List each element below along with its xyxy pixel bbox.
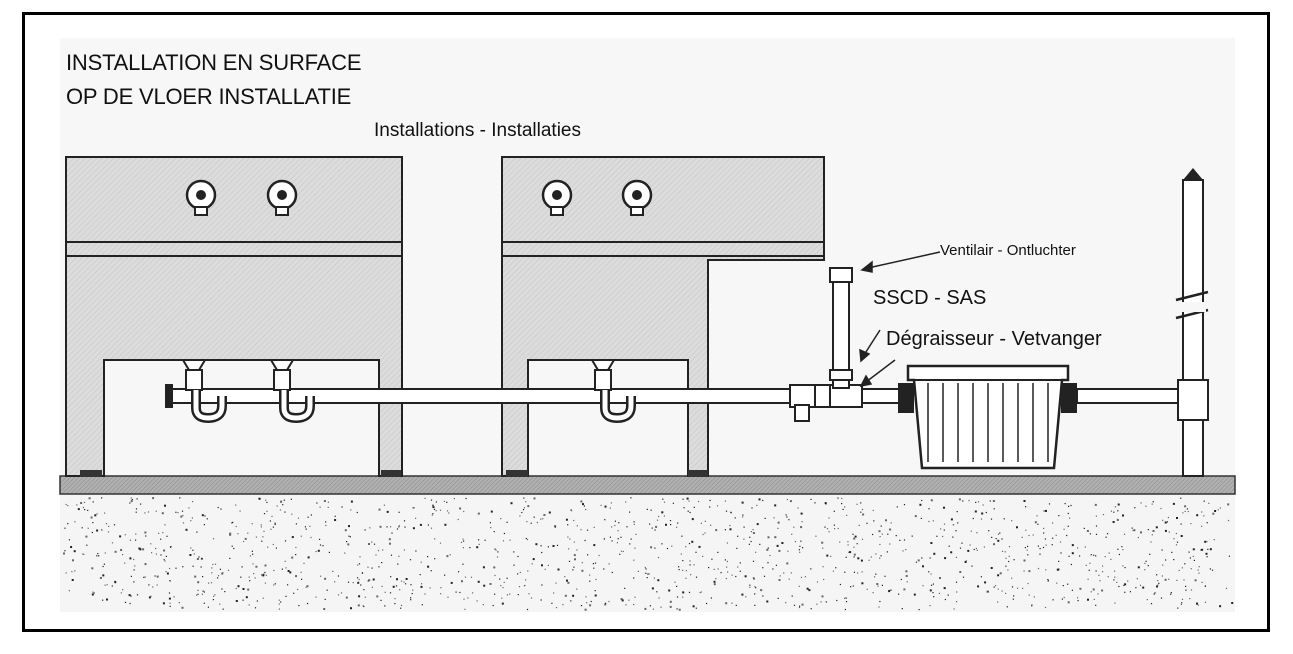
sink-unit-2 <box>501 156 825 477</box>
soil-speckles <box>63 497 1234 611</box>
outlet-pipe <box>1076 388 1186 404</box>
faucet-icon <box>621 179 653 216</box>
vent-stack <box>1175 168 1209 477</box>
ground-soil <box>60 494 1235 612</box>
grease-trap <box>898 364 1077 470</box>
faucet-icon <box>185 179 217 216</box>
annotation-arrows <box>859 251 941 388</box>
vent-pipe <box>829 267 853 389</box>
faucet-icon <box>266 179 298 216</box>
label-degraisseur: Dégraisseur - Vetvanger <box>886 328 1102 350</box>
label-ventilair: Ventilair - Ontluchter <box>940 242 1076 259</box>
label-installations: Installations - Installaties <box>374 120 581 141</box>
title-line-1: INSTALLATION EN SURFACE <box>66 50 362 75</box>
sink-drain-trap <box>590 359 636 424</box>
sink-drain-trap <box>181 359 227 424</box>
label-sscd: SSCD - SAS <box>873 287 987 309</box>
sink-unit-1 <box>65 156 403 477</box>
floor-slab <box>59 475 1236 495</box>
sink-drain-trap <box>269 359 315 424</box>
sampling-port <box>789 384 863 422</box>
title-line-2: OP DE VLOER INSTALLATIE <box>66 84 352 109</box>
faucet-icon <box>541 179 573 216</box>
